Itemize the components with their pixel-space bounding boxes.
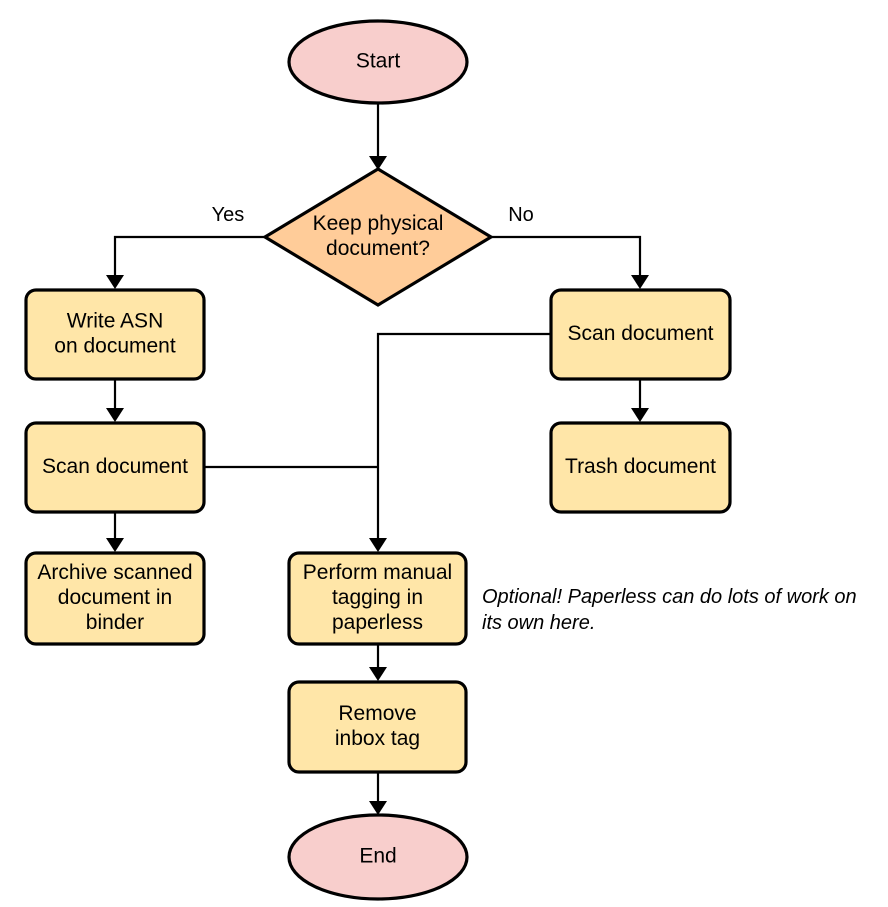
- annotations-layer: Optional! Paperless can do lots of work …: [482, 586, 857, 634]
- arrow-head-icon: [369, 667, 387, 681]
- decision-shape: [261, 167, 495, 307]
- node-scan-document-right[interactable]: Scan document: [549, 288, 732, 381]
- edge-scan-left-to-archive: [106, 512, 124, 552]
- edges-layer: [106, 103, 649, 815]
- process-shape: [24, 421, 206, 514]
- node-label: Trash document: [565, 455, 716, 478]
- edge-label-yes: Yes: [212, 204, 245, 226]
- edge-line: [376, 332, 551, 547]
- process-shape: [549, 288, 732, 381]
- node-label: Perform manual: [303, 561, 452, 584]
- edge-line: [113, 235, 265, 284]
- terminal-shape: [287, 813, 469, 901]
- edge-tagging-to-remove-inbox: [369, 644, 387, 681]
- process-shape: [287, 551, 468, 646]
- arrow-head-icon: [369, 538, 387, 552]
- arrow-head-icon: [106, 275, 124, 289]
- node-trash-document[interactable]: Trash document: [549, 421, 732, 514]
- node-start[interactable]: Start: [287, 19, 469, 105]
- node-label: document in: [58, 586, 172, 609]
- node-label: binder: [86, 611, 144, 634]
- node-label: End: [359, 845, 396, 868]
- process-shape: [24, 551, 206, 646]
- node-label: tagging in: [332, 586, 423, 609]
- node-label: Start: [356, 50, 401, 73]
- process-shape: [24, 288, 206, 381]
- edge-scan-right-to-tagging: [369, 332, 551, 552]
- node-label: Scan document: [42, 455, 188, 478]
- annotation-optional-note: Optional! Paperless can do lots of work …: [482, 586, 857, 634]
- node-label: document?: [326, 237, 430, 260]
- node-label: Archive scanned: [37, 561, 192, 584]
- node-end[interactable]: End: [287, 813, 469, 901]
- arrow-head-icon: [369, 801, 387, 815]
- arrow-head-icon: [106, 408, 124, 422]
- edge-decision-to-write-asn: [106, 235, 265, 289]
- node-scan-document-left[interactable]: Scan document: [24, 421, 206, 514]
- node-label: on document: [54, 335, 176, 358]
- edge-start-to-decision: [369, 103, 387, 170]
- node-label: paperless: [332, 611, 423, 634]
- annotation-line: its own here.: [482, 612, 595, 634]
- edge-labels-layer: Yes No: [212, 204, 534, 226]
- node-label: inbox tag: [335, 727, 420, 750]
- node-label: Write ASN: [67, 310, 163, 333]
- node-label: Scan document: [568, 322, 714, 345]
- arrow-head-icon: [106, 538, 124, 552]
- annotation-line: Optional! Paperless can do lots of work …: [482, 586, 857, 608]
- edge-line: [491, 235, 642, 284]
- arrow-head-icon: [631, 408, 649, 422]
- arrow-head-icon: [631, 275, 649, 289]
- arrow-head-icon: [369, 156, 387, 170]
- edge-write-asn-to-scan-left: [106, 379, 124, 422]
- node-label: Keep physical: [313, 212, 444, 235]
- edge-decision-to-scan-right: [491, 235, 649, 289]
- process-shape: [549, 421, 732, 514]
- edge-scan-right-to-trash: [631, 379, 649, 422]
- node-label: Remove: [338, 702, 416, 725]
- process-shape: [287, 680, 468, 774]
- edge-label-no: No: [508, 204, 534, 226]
- edge-remove-inbox-to-end: [369, 772, 387, 815]
- terminal-shape: [287, 19, 469, 105]
